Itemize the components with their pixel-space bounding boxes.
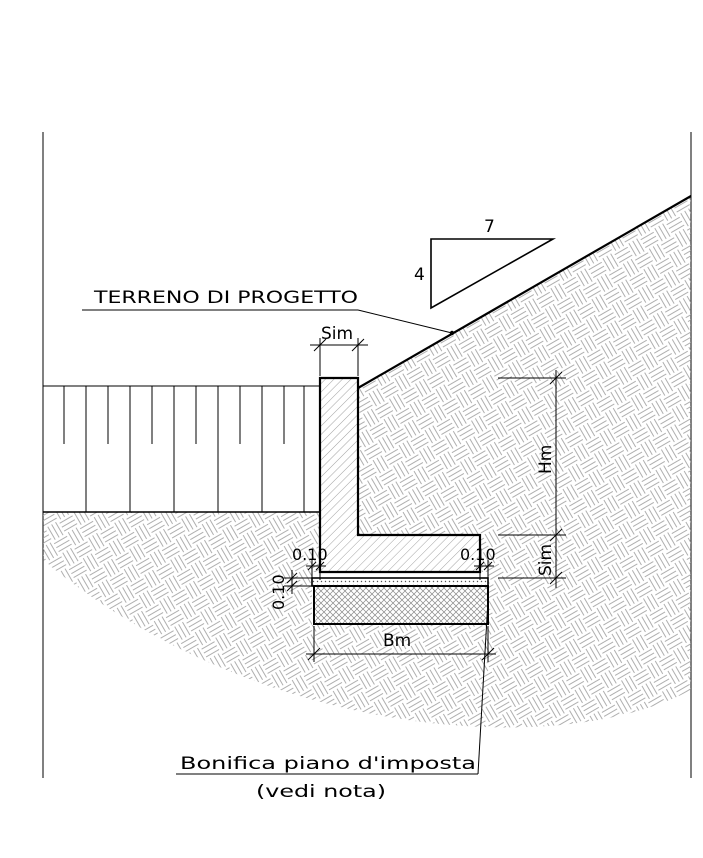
terrain-label: TERRENO DI PROGETTO [93, 288, 358, 308]
bonifica-leader [176, 599, 489, 775]
front-fill-zone [43, 385, 320, 513]
sim-base-label: Sim [536, 544, 556, 576]
hm-label: Hm [536, 445, 556, 474]
slope-rise-label: 4 [414, 265, 425, 285]
bonifica-label: Bonifica piano d'imposta [180, 754, 476, 774]
lean-concrete-layer [311, 577, 489, 587]
bm-label: Bm [383, 631, 411, 651]
slope-ratio-triangle [430, 238, 557, 310]
terrain-slope-line [357, 195, 692, 389]
sim-top-label: Sim [321, 324, 353, 344]
offset-vertical-dimension [284, 570, 312, 594]
sim-top-dimension [310, 338, 368, 376]
height-dimension [498, 370, 566, 588]
terrain-leader-diagonal [357, 309, 453, 334]
offset-left-dimension [306, 560, 326, 580]
foundation-improvement-block [313, 585, 489, 625]
base-width-dimension [306, 626, 496, 662]
soil-hatch-region [43, 196, 691, 728]
offset-right-dimension [474, 560, 494, 580]
offset-vertical-label: 0.10 [269, 574, 288, 610]
slope-run-label: 7 [484, 217, 495, 237]
offset-left-label: 0.10 [292, 545, 328, 564]
terrain-leader-dot [449, 330, 455, 336]
nota-label: (vedi nota) [256, 782, 386, 802]
offset-right-label: 0.10 [460, 545, 496, 564]
